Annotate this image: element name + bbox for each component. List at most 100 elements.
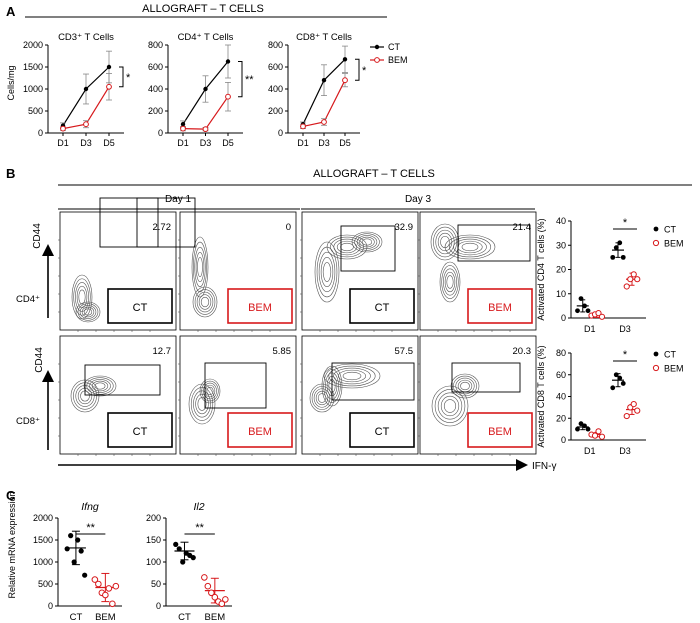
contour-line	[206, 386, 214, 396]
scatter-ylabel: Activated CD4 T cells (%)	[536, 218, 546, 320]
data-point-bem	[109, 600, 116, 608]
contour-line	[440, 395, 460, 417]
gate-percentage: 12.7	[153, 346, 172, 357]
gate-percentage: 32.9	[395, 222, 414, 233]
contour-line	[460, 381, 470, 391]
data-point-bem	[222, 596, 229, 603]
contour-line	[354, 233, 380, 251]
data-point-ct	[585, 308, 591, 314]
data-point-bem	[60, 125, 66, 132]
data-point-bem	[211, 593, 219, 601]
data-point-ct	[610, 254, 616, 260]
y-tick-label: 60	[556, 370, 566, 380]
significance-bracket	[238, 61, 243, 98]
contour-line	[323, 363, 381, 389]
data-point-ct	[578, 421, 584, 427]
data-point-ct	[180, 559, 186, 565]
data-point-bem	[95, 580, 102, 588]
contour-line	[195, 252, 205, 283]
group-label: CT	[70, 612, 83, 623]
y-tick-label: 0	[561, 435, 566, 445]
contour-line	[83, 375, 117, 397]
gate-region	[457, 224, 531, 262]
legend-label-ct: CT	[664, 225, 676, 235]
data-point-bem	[342, 77, 348, 84]
y-tick-label: 0	[561, 313, 566, 323]
contour-line	[200, 296, 210, 308]
data-point-ct	[78, 548, 84, 554]
gate-region	[331, 362, 415, 401]
y-tick-label: 200	[146, 513, 161, 523]
legend-label-bem: BEM	[664, 364, 684, 374]
y-tick-label: 30	[556, 240, 566, 250]
x-arrow-head	[516, 459, 528, 471]
contour-line	[194, 246, 206, 288]
condition-box	[107, 412, 173, 448]
panel-a-header: ALLOGRAFT – T CELLS	[142, 3, 264, 15]
x-tick-label: D1	[297, 138, 309, 148]
contour-line	[75, 301, 101, 323]
data-point-ct	[613, 372, 619, 378]
data-point-ct	[620, 254, 626, 260]
data-point-bem	[591, 432, 599, 439]
condition-box	[467, 288, 533, 324]
condition-box	[107, 288, 173, 324]
y-tick-label: 50	[151, 579, 161, 589]
data-point-bem	[112, 582, 120, 590]
contour-line	[196, 291, 214, 313]
contour-line	[337, 369, 367, 383]
gate-percentage: 21.4	[513, 222, 532, 233]
contour-line	[328, 365, 376, 387]
contour-line	[71, 274, 93, 320]
contour-line	[91, 380, 109, 392]
condition-label: CT	[375, 302, 390, 314]
contour-line	[191, 236, 209, 298]
gene-title: Ifng	[81, 501, 99, 513]
legend-marker-ct	[653, 226, 659, 232]
contour-line	[356, 235, 378, 249]
contour-line	[73, 278, 91, 316]
condition-box	[227, 412, 293, 448]
gate-percentage: 2.72	[153, 222, 172, 233]
y-tick-label: 2000	[33, 513, 53, 523]
legend-marker-bem	[374, 57, 380, 63]
y-tick-label: 1500	[23, 62, 43, 72]
data-point-ct	[225, 59, 231, 64]
x-tick-label: D5	[103, 138, 115, 148]
contour-line	[453, 375, 477, 397]
y-tick-label: 1500	[33, 535, 53, 545]
legend-label-bem: BEM	[388, 55, 408, 65]
gate-region	[84, 364, 161, 396]
category-label: D3	[619, 446, 631, 456]
data-point-bem	[627, 276, 634, 283]
y-tick-label: 500	[38, 579, 53, 589]
x-tick-label: D3	[318, 138, 330, 148]
x-tick-label: D5	[222, 138, 234, 148]
significance-marker: **	[195, 522, 204, 534]
contour-line	[450, 373, 480, 399]
contour-line	[203, 382, 217, 400]
data-point-bem	[630, 271, 637, 278]
contour-line	[192, 286, 218, 318]
significance-marker: **	[245, 74, 254, 86]
gate-region	[99, 197, 159, 248]
y-tick-label: 200	[268, 106, 283, 116]
group-label: BEM	[95, 612, 116, 623]
gene-title: Il2	[193, 501, 204, 513]
data-point-bem	[208, 589, 215, 597]
cd44-marker-top: CD44	[32, 223, 43, 249]
data-point-ct	[582, 423, 587, 429]
data-point-bem	[105, 585, 113, 592]
contour-line	[342, 371, 362, 381]
data-point-ct	[617, 240, 623, 246]
y-tick-label: 600	[268, 62, 283, 72]
panel-label-a: A	[6, 4, 16, 19]
contour-line	[443, 268, 457, 296]
x-tick-label: D1	[57, 138, 69, 148]
condition-label: CT	[133, 302, 148, 314]
y-tick-label: 500	[28, 106, 43, 116]
legend-marker-ct	[653, 351, 659, 357]
significance-marker: *	[126, 72, 131, 84]
data-point-bem	[204, 582, 212, 590]
